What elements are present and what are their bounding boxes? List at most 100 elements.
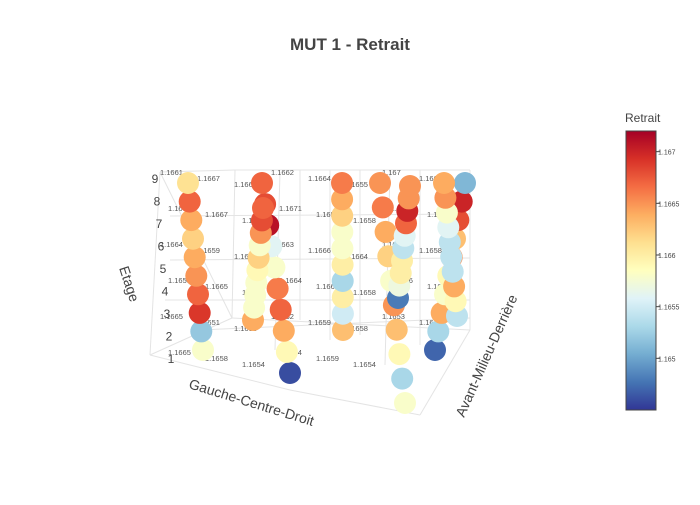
data-point (331, 270, 354, 292)
data-point (275, 340, 298, 363)
colorbar-tick-label: 1.166 (658, 253, 676, 260)
z-tick-label: 1 (168, 352, 175, 366)
point-label: 1.1664 (345, 252, 368, 261)
data-point (251, 172, 273, 194)
data-point (399, 175, 421, 197)
data-point (178, 190, 201, 213)
point-label: 1.1646 (234, 252, 257, 261)
data-point (180, 209, 203, 232)
point-label: 1.1665 (205, 282, 228, 291)
data-point (266, 277, 289, 300)
data-point (433, 172, 455, 194)
data-point (391, 367, 414, 390)
point-label: 1.1664 (308, 174, 331, 183)
z-tick-label: 2 (166, 330, 173, 344)
data-point (331, 237, 354, 260)
point-label: 1.1654 (242, 360, 265, 369)
point-label: 1.1664 (234, 180, 257, 189)
data-point (272, 319, 295, 342)
colorbar-gradient-bar (625, 130, 657, 411)
x-axis-title: Gauche-Centre-Droit (187, 376, 316, 429)
data-point (183, 246, 206, 269)
data-point (331, 188, 354, 211)
data-point (177, 172, 199, 194)
data-point (388, 343, 411, 366)
data-point (187, 283, 209, 306)
point-label: 1.1664 (160, 240, 183, 249)
point-label: 1.1658 (168, 276, 191, 285)
point-label: 1.1663 (271, 240, 294, 249)
data-point (331, 221, 354, 243)
data-point (192, 339, 214, 361)
point-label: 1.1662 (316, 282, 339, 291)
colorbar-tick-label: 1.167 (658, 150, 676, 157)
point-label: 1.1656 (316, 210, 339, 219)
data-point (331, 302, 354, 325)
data-point (185, 264, 208, 287)
grid-line (159, 169, 236, 173)
points (177, 172, 476, 414)
colorbar-title: Retrait (625, 111, 661, 125)
point-label: 1.1666 (308, 246, 331, 255)
point-label: 1.1662 (271, 168, 294, 177)
point-label: 1.1658 (234, 324, 257, 333)
point-label: 1.1667 (197, 174, 220, 183)
point-label: 1.1658 (345, 324, 368, 333)
point-label: 1.1665 (168, 348, 191, 357)
point-label: 1.1659 (308, 318, 331, 327)
data-point (252, 197, 274, 219)
data-point (331, 204, 354, 227)
data-point (454, 172, 476, 194)
grid-line (169, 213, 471, 217)
data-point (188, 301, 211, 324)
point-label: 1.1669 (419, 174, 442, 183)
z-tick-label: 4 (162, 285, 169, 299)
chart-title: MUT 1 - Retrait (290, 35, 410, 54)
point-label: 1.1653 (382, 312, 405, 321)
data-point (394, 392, 416, 414)
z-tick-label: 3 (164, 307, 171, 321)
point-label: 1.1654 (353, 360, 376, 369)
data-point (279, 362, 301, 384)
grid-line (149, 317, 233, 356)
data-point (332, 319, 354, 341)
z-axis-title: Etage (116, 264, 143, 304)
data-point (331, 253, 354, 276)
grid-line (149, 171, 161, 356)
data-point (427, 320, 450, 343)
data-point (385, 318, 408, 341)
data-point (182, 227, 204, 250)
z-tick-label: 5 (160, 262, 167, 276)
data-point (190, 320, 213, 343)
z-tick-label: 6 (158, 240, 165, 254)
grid-line (231, 169, 236, 319)
point-label: 1.1664 (279, 276, 302, 285)
colorbar-tick-label: 1.1655 (658, 305, 680, 312)
grid-line (419, 329, 471, 416)
z-tick-label: 9 (152, 172, 159, 186)
data-point (263, 256, 286, 279)
point-label: 1.1658 (419, 246, 442, 255)
point-label: 1.1658 (205, 354, 228, 363)
data-point (371, 196, 394, 219)
point-label: 1.1652 (168, 204, 191, 213)
z-tick-label: 8 (154, 195, 161, 209)
colorbar-tick-label: 1.165 (658, 356, 676, 363)
point-label: 1.1667 (205, 210, 228, 219)
data-point (331, 286, 354, 309)
point-label: 1.1647 (419, 318, 442, 327)
point-label: 1.167 (382, 168, 401, 177)
point-label: 1.1658 (353, 216, 376, 225)
point-label: 1.1661 (160, 168, 183, 177)
grid-line (169, 257, 471, 261)
data-point (369, 172, 391, 194)
data-point (424, 339, 446, 361)
z-tick-label: 7 (156, 217, 163, 231)
point-label: 1.1655 (345, 180, 368, 189)
data-point (269, 298, 292, 321)
point-label: 1.1658 (353, 288, 376, 297)
